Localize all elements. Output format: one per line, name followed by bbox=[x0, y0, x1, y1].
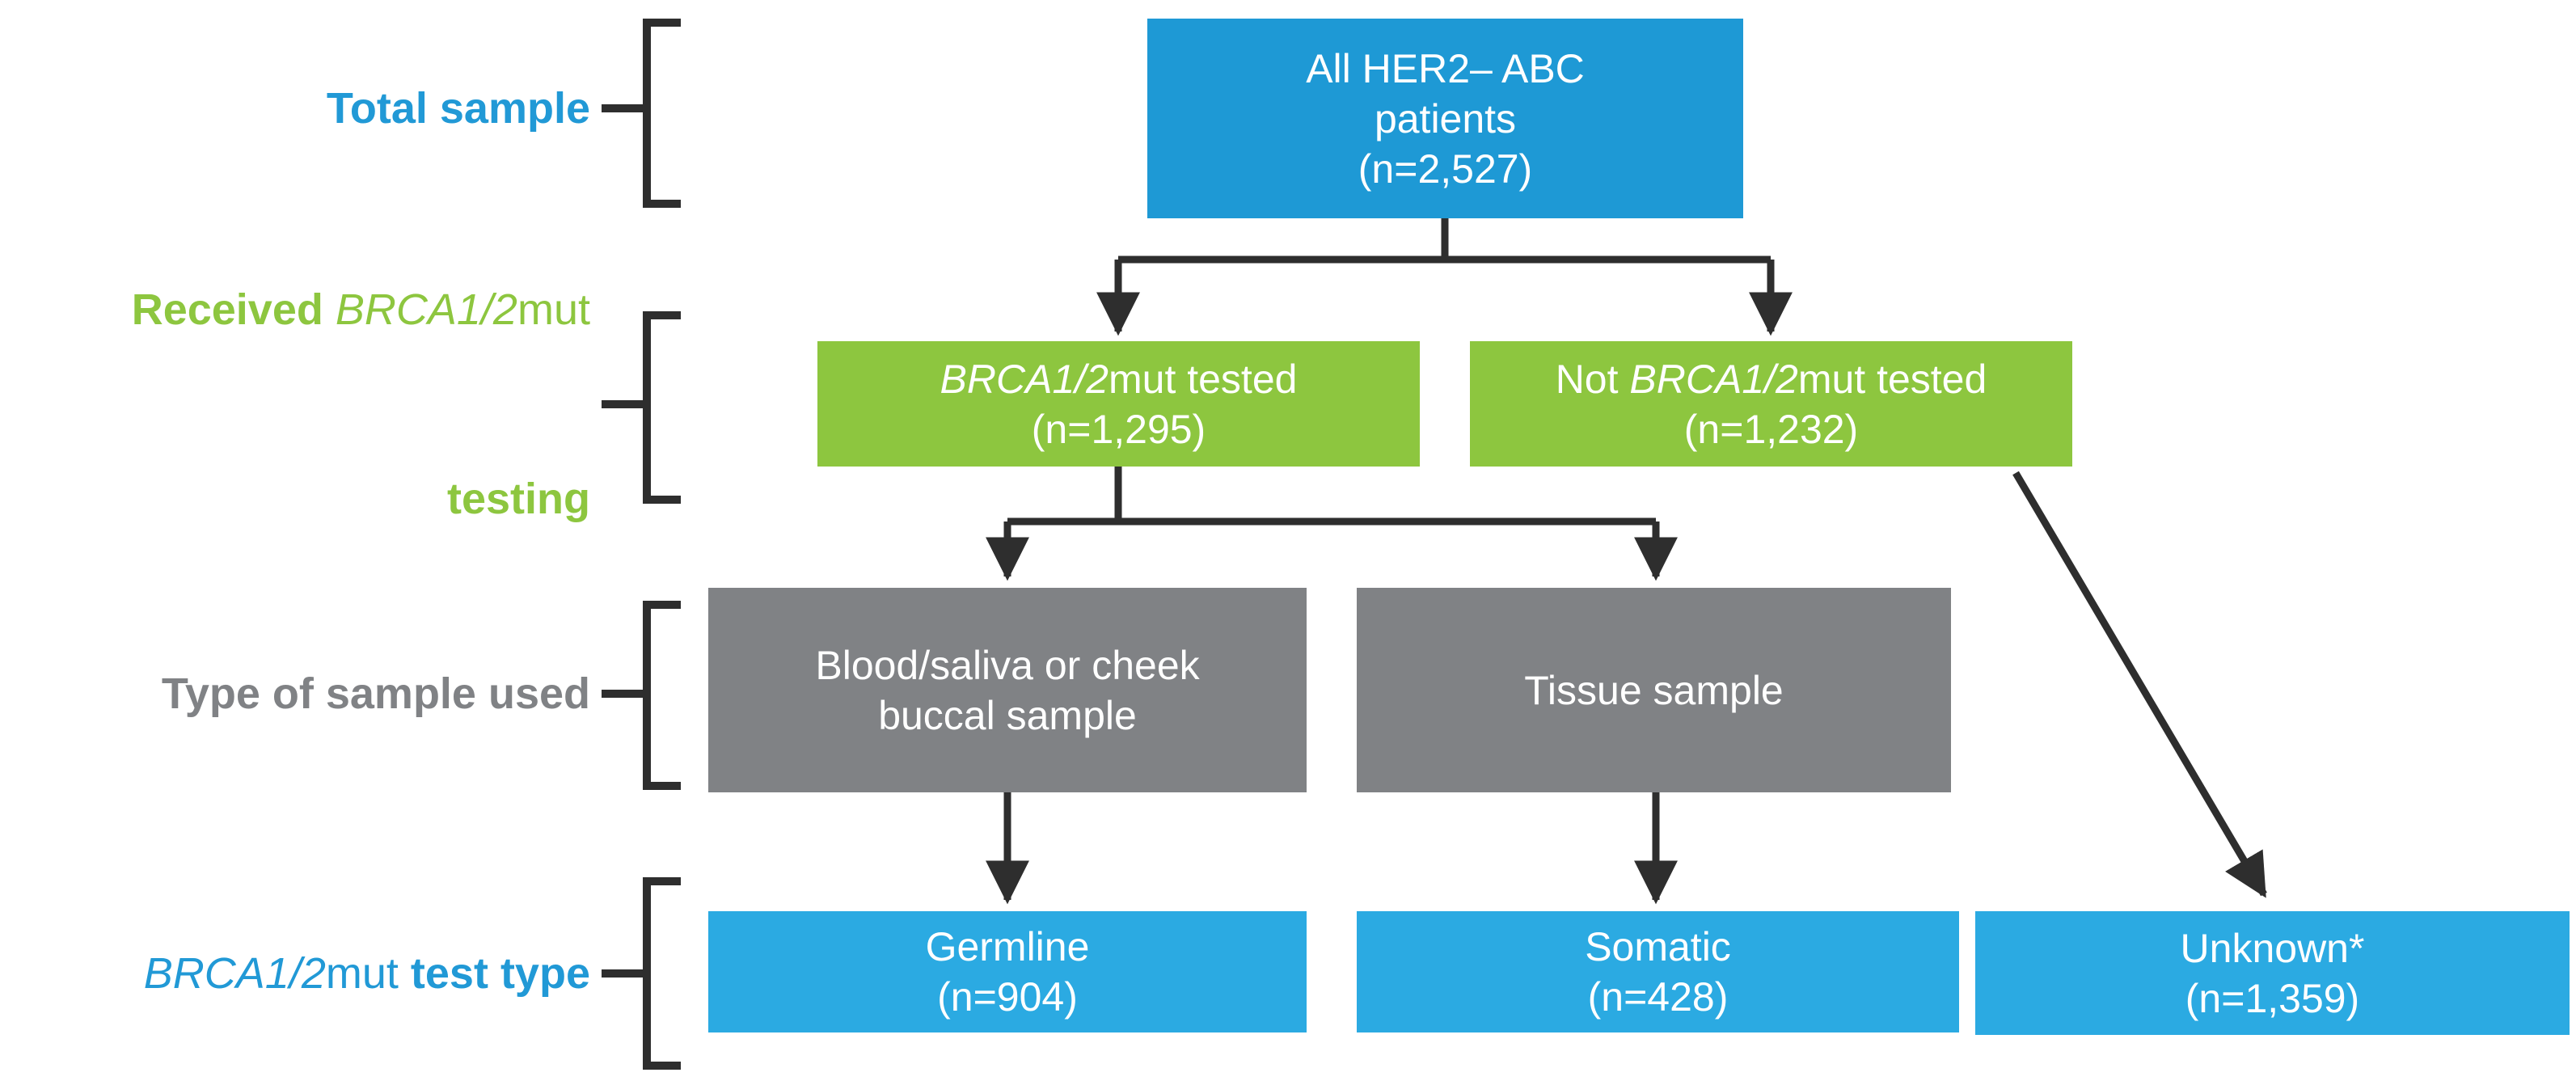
bracket-sample-type bbox=[602, 601, 681, 790]
box-line: patients bbox=[1374, 95, 1517, 141]
box-line: Not BRCA1/2mut tested bbox=[1556, 354, 1987, 404]
row-label-received-testing: Received BRCA1/2mut testing bbox=[132, 152, 590, 657]
box-count: (n=428) bbox=[1587, 974, 1729, 1020]
box-line: Unknown* bbox=[2180, 925, 2365, 971]
bracket-total-sample bbox=[602, 19, 681, 208]
box-line: Tissue sample bbox=[1524, 667, 1784, 713]
gene-name: BRCA1/2 bbox=[940, 356, 1109, 402]
box-somatic: Somatic (n=428) bbox=[1357, 911, 1959, 1032]
row-label-segment: Received bbox=[131, 285, 336, 334]
connector-tested-split bbox=[1007, 467, 1656, 526]
box-all-her2-abc-patients: All HER2– ABC patients (n=2,527) bbox=[1147, 19, 1743, 218]
box-line: Somatic bbox=[1585, 924, 1731, 969]
row-label-sample-type: Type of sample used bbox=[113, 599, 590, 788]
box-blood-saliva-sample: Blood/saliva or cheek buccal sample bbox=[708, 588, 1307, 792]
box-line: Blood/saliva or cheek bbox=[815, 642, 1200, 688]
box-germline: Germline (n=904) bbox=[708, 911, 1307, 1032]
row-label-segment: test type bbox=[410, 949, 590, 998]
row-label-total-sample: Total sample bbox=[278, 14, 590, 203]
row-label-test-type: BRCA1/2mut test type bbox=[95, 879, 590, 1068]
gene-name: BRCA1/2 bbox=[143, 949, 326, 998]
box-count: (n=1,295) bbox=[1031, 406, 1206, 452]
row-label-segment: mut bbox=[517, 285, 590, 334]
box-line-segment: mut tested bbox=[1797, 356, 1987, 402]
row-label-line: testing bbox=[446, 475, 590, 523]
box-tissue-sample: Tissue sample bbox=[1357, 588, 1951, 792]
box-count: (n=904) bbox=[937, 974, 1078, 1020]
box-line-segment: Not bbox=[1555, 356, 1630, 402]
gene-name: BRCA1/2 bbox=[1629, 356, 1798, 402]
bracket-received-testing bbox=[602, 311, 681, 504]
row-label-text: Total sample bbox=[326, 84, 590, 133]
row-label-segment: mut bbox=[325, 949, 411, 998]
box-line-segment: mut tested bbox=[1108, 356, 1298, 402]
box-count: (n=1,232) bbox=[1683, 406, 1859, 452]
box-count: (n=1,359) bbox=[2185, 975, 2360, 1021]
box-brca-tested: BRCA1/2mut tested (n=1,295) bbox=[817, 341, 1420, 467]
box-line: BRCA1/2mut tested bbox=[940, 354, 1298, 404]
box-count: (n=2,527) bbox=[1358, 146, 1533, 192]
box-brca-not-tested: Not BRCA1/2mut tested (n=1,232) bbox=[1470, 341, 2072, 467]
arrow-nottested-to-unknown bbox=[2012, 471, 2267, 898]
connector-top-split bbox=[1118, 218, 1771, 264]
box-line: buccal sample bbox=[878, 692, 1137, 738]
box-line: All HER2– ABC bbox=[1306, 45, 1585, 91]
box-line: Germline bbox=[925, 924, 1090, 969]
gene-name: BRCA1/2 bbox=[335, 285, 517, 334]
row-label-line: Received BRCA1/2mut bbox=[132, 278, 590, 341]
box-unknown: Unknown* (n=1,359) bbox=[1975, 911, 2570, 1035]
bracket-test-type bbox=[602, 877, 681, 1070]
row-label-text: Type of sample used bbox=[161, 669, 590, 718]
